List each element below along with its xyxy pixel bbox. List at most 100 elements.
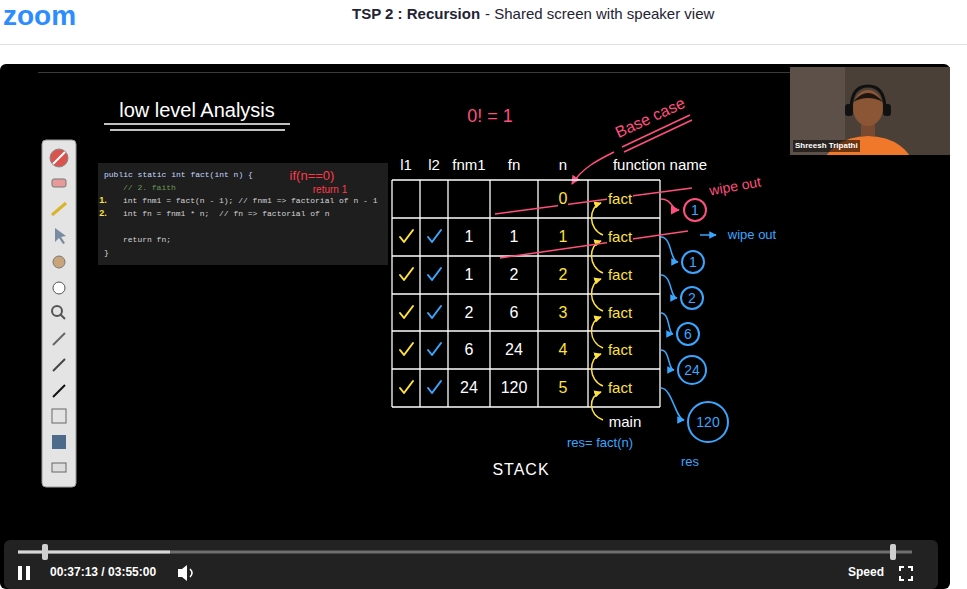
grid-line <box>659 180 660 407</box>
check-mark <box>400 343 413 355</box>
code-line: } <box>104 246 109 259</box>
grid-line <box>537 180 538 407</box>
return-value: 24 <box>684 363 700 377</box>
column-header: fnm1 <box>451 156 486 173</box>
code-panel: public static int fact(int n) {// 2. fai… <box>98 163 388 265</box>
time-readout: 00:37:13 / 03:55:00 <box>50 566 156 580</box>
call-arrow <box>591 392 603 420</box>
stack-table-grid <box>392 180 660 407</box>
table-cell: fact <box>607 190 633 207</box>
grid-line <box>392 293 660 294</box>
call-arrow <box>591 241 603 273</box>
table-cell: 24 <box>504 341 524 359</box>
code-line: public static int fact(int n) { <box>104 168 253 181</box>
return-value-circle: 6 <box>676 322 700 346</box>
call-arrow <box>591 354 603 386</box>
table-cell: fact <box>607 379 633 396</box>
pen-tool-icon <box>53 152 65 164</box>
table-cell: 1 <box>464 266 475 284</box>
return-value-circle: 1 <box>683 198 707 222</box>
title-bar <box>0 0 967 45</box>
code-annotation: if(n==0) <box>290 169 335 184</box>
grid-line <box>392 406 660 407</box>
return-arrow <box>661 237 678 262</box>
heading-underline <box>110 129 285 131</box>
zoom-icon <box>60 314 65 319</box>
strike-line <box>500 231 688 258</box>
meeting-title: TSP 2 : Recursion <box>352 5 480 22</box>
pointer-arrow <box>700 234 716 236</box>
pointer-arrow <box>572 152 614 184</box>
code-line: int fn = fnm1 * n; // fn => factorial of… <box>104 207 329 220</box>
table-cell: 1 <box>509 228 520 246</box>
board-note: res <box>680 455 700 470</box>
check-mark <box>400 381 413 393</box>
board-note: Base case <box>611 93 688 142</box>
check-mark <box>428 230 441 242</box>
check-mark <box>428 381 441 393</box>
board-note: wipe out <box>707 173 763 198</box>
highlighter-icon <box>52 203 66 215</box>
column-header: n <box>558 156 568 173</box>
return-value: 1 <box>691 203 699 217</box>
column-header: l2 <box>427 156 441 173</box>
grid-line <box>392 330 660 331</box>
progress-played <box>18 551 170 554</box>
table-cell: 2 <box>509 266 520 284</box>
table-cell: 1 <box>558 228 569 246</box>
line-icon <box>53 385 65 397</box>
column-header: function name <box>612 156 708 173</box>
check-mark <box>400 268 413 280</box>
table-cell: 3 <box>558 304 569 322</box>
laser-icon <box>53 333 65 345</box>
table-cell: 120 <box>500 379 529 397</box>
table-cell: 6 <box>509 304 520 322</box>
return-value-circle: 120 <box>687 401 729 443</box>
line-icon <box>53 359 65 371</box>
board-note: 0! = 1 <box>466 106 514 127</box>
grid-line <box>587 180 588 407</box>
check-mark <box>428 343 441 355</box>
player-bar <box>4 540 938 589</box>
code-line: return fn; <box>104 233 171 246</box>
code-line: // 2. faith <box>104 181 176 194</box>
hand-icon <box>53 256 65 268</box>
speaker-name: Shreesh Tripathi <box>793 140 860 152</box>
return-value: 1 <box>689 255 697 269</box>
grid-line <box>489 180 490 407</box>
keyboard-icon <box>52 463 66 472</box>
progress-handle <box>42 544 48 560</box>
table-cell: 6 <box>464 341 475 359</box>
column-header: fn <box>507 156 522 173</box>
call-arrow <box>591 317 603 348</box>
code-annotation: return 1 <box>313 184 347 196</box>
return-arrow <box>661 350 674 370</box>
speed-button: Speed <box>848 566 884 580</box>
grid-line <box>447 180 448 407</box>
progress-track <box>18 551 912 554</box>
pointer-icon <box>55 228 66 244</box>
table-cell: fact <box>607 304 633 321</box>
speaker-head <box>853 90 883 126</box>
headset <box>883 104 891 116</box>
return-value: 120 <box>696 415 719 429</box>
return-value-circle: 1 <box>681 250 705 274</box>
table-cell: fact <box>607 341 633 358</box>
call-arrow <box>591 203 603 235</box>
grid-line <box>392 179 660 180</box>
tool-palette <box>42 140 76 487</box>
board-note: res= fact(n) <box>566 436 634 451</box>
check-mark <box>428 268 441 280</box>
return-arrow <box>661 199 679 210</box>
table-cell: 0 <box>558 190 569 208</box>
volume-icon <box>190 569 192 577</box>
strike-line <box>495 188 692 214</box>
grid-line <box>391 180 392 407</box>
meeting-title: - Shared screen with speaker view <box>485 5 714 22</box>
table-cell: 24 <box>459 379 479 397</box>
call-arrows <box>591 203 603 420</box>
board-heading: low level Analysis <box>118 99 276 122</box>
app-logo: zoom <box>3 0 76 32</box>
eraser-icon <box>52 179 66 187</box>
